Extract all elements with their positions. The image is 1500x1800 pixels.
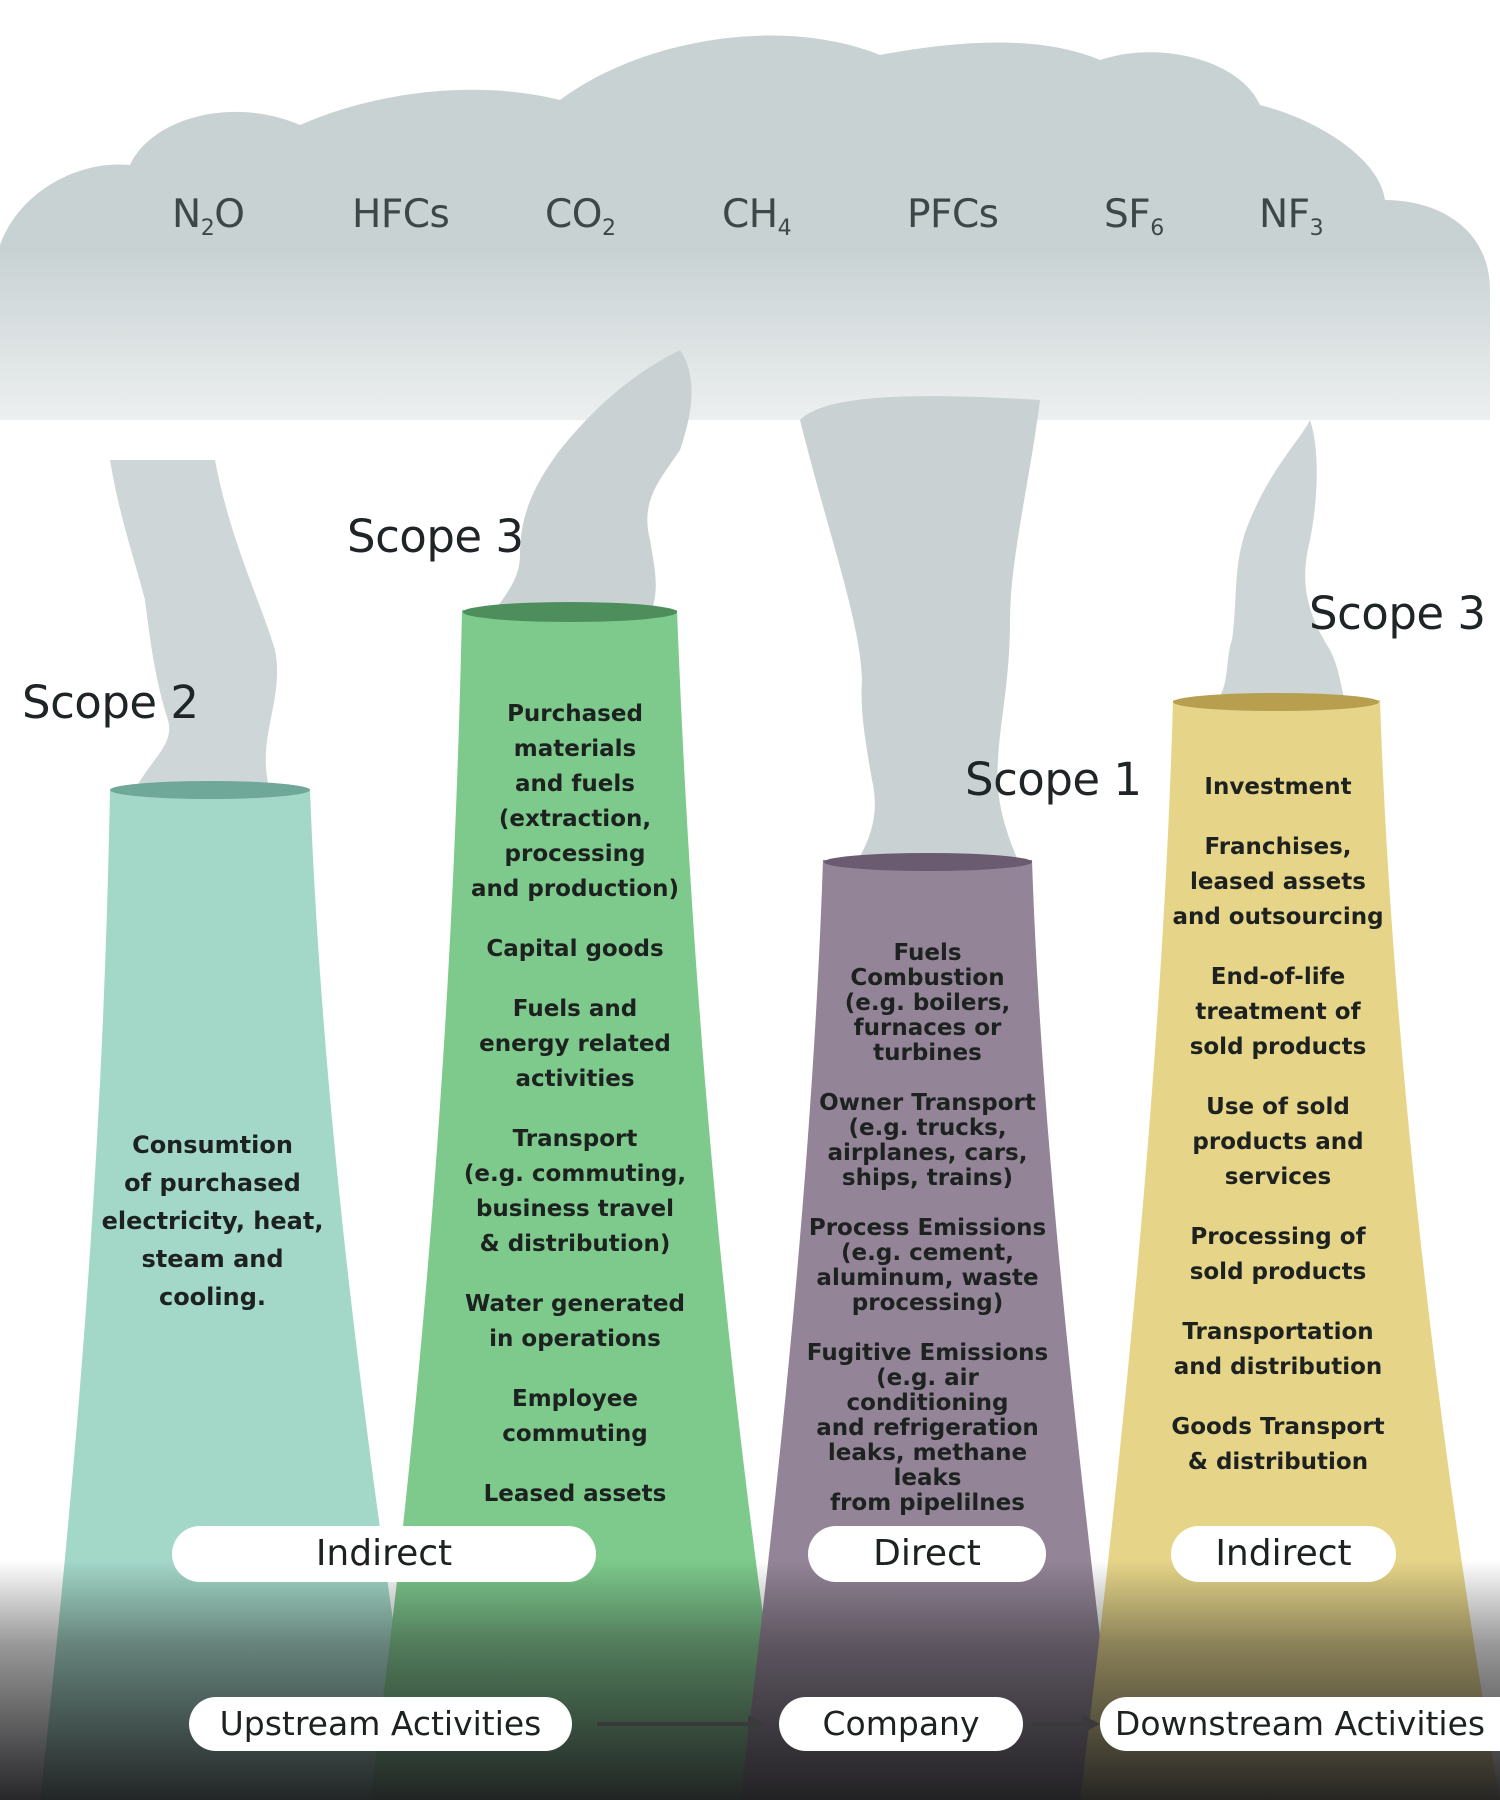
gas-sf6: SF6 — [1104, 192, 1164, 241]
stack-scope3-downstream — [1080, 693, 1500, 1800]
stack-scope3-upstream — [370, 602, 790, 1800]
gas-ch4: CH4 — [722, 192, 792, 241]
list-item: Fuels and energy related activities — [479, 996, 671, 1092]
scope1-items: Fuels Combustion (e.g. boilers, furnaces… — [795, 941, 1060, 1541]
smoke-plumes — [110, 350, 1345, 865]
list-item: Fuels Combustion (e.g. boilers, furnaces… — [844, 940, 1011, 1066]
gas-co2: CO2 — [545, 192, 616, 241]
arrow-upstream-to-company — [597, 1715, 765, 1733]
list-item: Water generated in operations — [465, 1291, 685, 1352]
list-item: Purchased materials and fuels (extractio… — [470, 701, 679, 902]
company-label: Company — [779, 1697, 1023, 1751]
gas-pfcs: PFCs — [907, 192, 999, 237]
list-item: Fugitive Emissions (e.g. air conditionin… — [806, 1340, 1049, 1516]
list-item: Capital goods — [486, 936, 664, 962]
upstream-activities-label: Upstream Activities — [189, 1697, 572, 1751]
gas-n2o: N2O — [172, 192, 245, 241]
list-item: Process Emissions (e.g. cement, aluminum… — [808, 1215, 1047, 1316]
scope1-label: Scope 1 — [965, 753, 1142, 806]
scope2-label: Scope 2 — [22, 676, 199, 729]
scope3-downstream-items: Investment Franchises, leased assets and… — [1160, 770, 1396, 1505]
ground-shadow — [0, 1560, 1500, 1800]
list-item: Owner Transport (e.g. trucks, airplanes,… — [819, 1090, 1036, 1191]
scope3-downstream-label: Scope 3 — [1309, 587, 1486, 640]
list-item: Investment — [1204, 774, 1352, 800]
list-item: Leased assets — [483, 1481, 667, 1507]
arrow-company-to-downstream — [1032, 1715, 1100, 1733]
list-item: Transportation and distribution — [1173, 1319, 1383, 1380]
list-item: Franchises, leased assets and outsourcin… — [1172, 834, 1384, 930]
scope3-upstream-label: Scope 3 — [347, 510, 524, 563]
indirect-downstream-tag: Indirect — [1171, 1526, 1396, 1582]
downstream-activities-label: Downstream Activities — [1100, 1697, 1500, 1751]
scope3-upstream-items: Purchased materials and fuels (extractio… — [445, 697, 705, 1537]
gas-nf3: NF3 — [1259, 192, 1324, 241]
direct-tag: Direct — [808, 1526, 1046, 1582]
list-item: Employee commuting — [502, 1386, 648, 1447]
list-item: Processing of sold products — [1189, 1224, 1367, 1285]
scope2-description: Consumtion of purchased electricity, hea… — [101, 1131, 324, 1311]
list-item: End-of-life treatment of sold products — [1189, 964, 1367, 1060]
list-item: Transport (e.g. commuting, business trav… — [463, 1126, 687, 1257]
gas-hfcs: HFCs — [352, 192, 450, 237]
emissions-cloud — [0, 35, 1500, 510]
list-item: Goods Transport & distribution — [1171, 1414, 1385, 1475]
indirect-upstream-tag: Indirect — [172, 1526, 596, 1582]
list-item: Use of sold products and services — [1192, 1094, 1364, 1190]
